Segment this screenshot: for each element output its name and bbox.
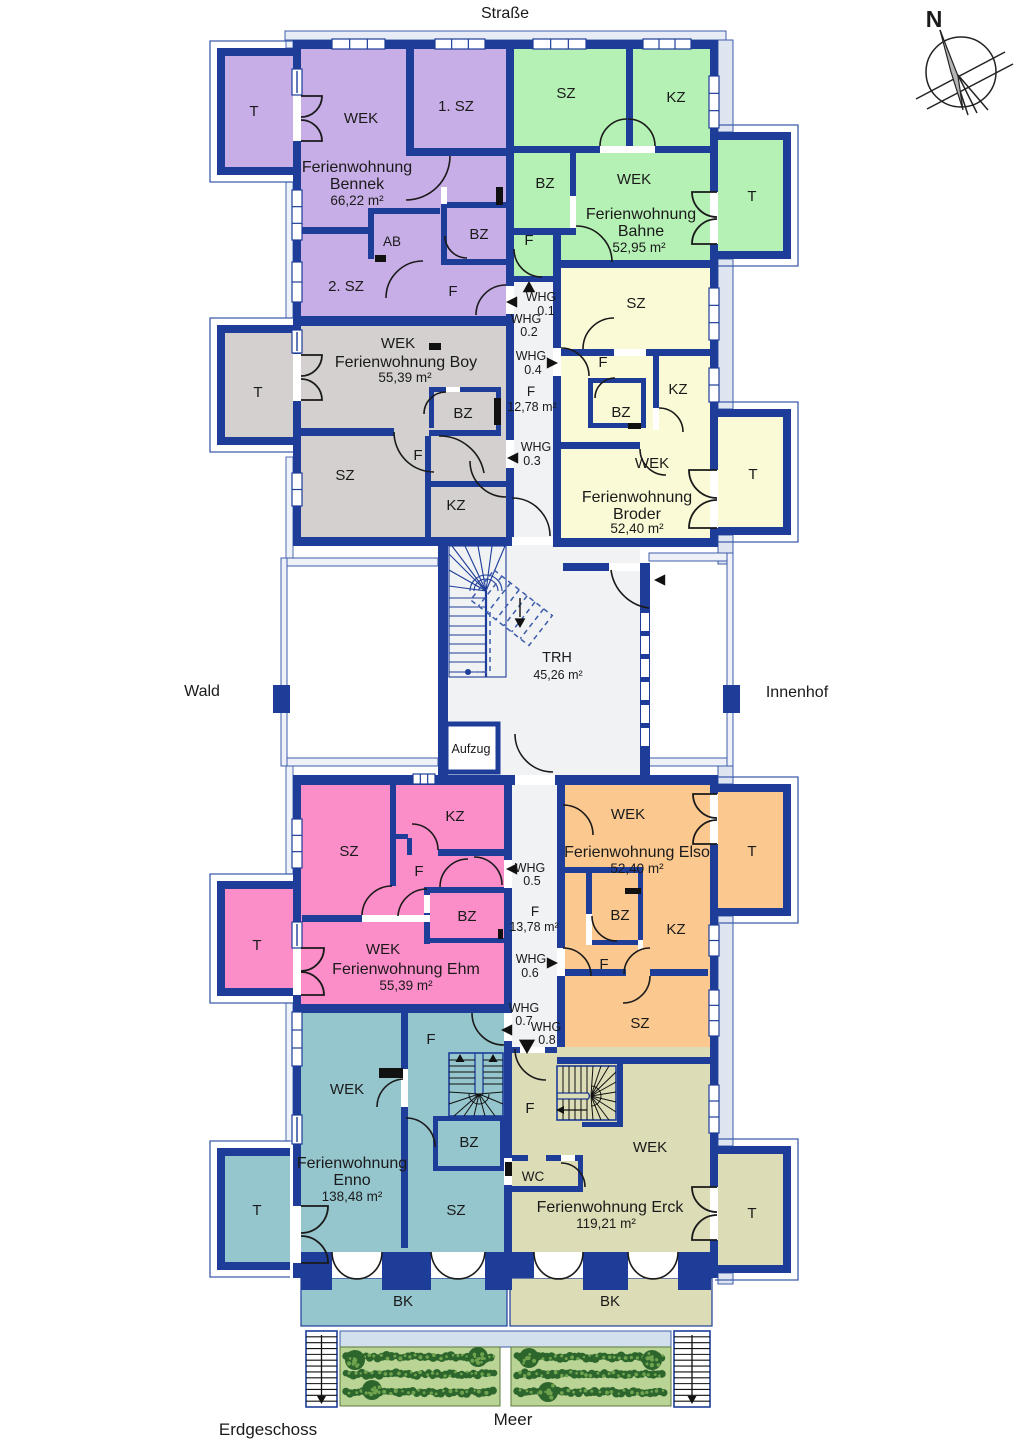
svg-text:WHG: WHG	[515, 861, 546, 875]
svg-text:12,78 m²: 12,78 m²	[507, 400, 556, 414]
svg-text:WC: WC	[522, 1169, 545, 1184]
svg-text:Ferienwohnung: Ferienwohnung	[586, 206, 696, 223]
svg-text:SZ: SZ	[626, 295, 645, 312]
svg-text:52,40 m²: 52,40 m²	[610, 861, 664, 876]
svg-text:Ferienwohnung Ehm: Ferienwohnung Ehm	[332, 961, 480, 978]
svg-text:Wald: Wald	[184, 683, 220, 700]
svg-text:119,21 m²: 119,21 m²	[576, 1216, 636, 1231]
svg-text:Bennek: Bennek	[330, 176, 385, 193]
svg-text:WEK: WEK	[611, 806, 645, 823]
svg-text:Ferienwohnung Erck: Ferienwohnung Erck	[537, 1199, 685, 1216]
svg-text:TRH: TRH	[542, 650, 572, 666]
svg-text:Ferienwohnung Boy: Ferienwohnung Boy	[335, 354, 477, 371]
svg-text:BZ: BZ	[610, 907, 629, 924]
svg-text:BZ: BZ	[535, 175, 554, 192]
svg-text:55,39 m²: 55,39 m²	[379, 978, 433, 993]
svg-text:WHG: WHG	[509, 1001, 540, 1015]
svg-text:WEK: WEK	[617, 171, 651, 188]
svg-text:Ferienwohnung: Ferienwohnung	[582, 489, 692, 506]
svg-text:Bahne: Bahne	[618, 223, 664, 240]
svg-text:Erdgeschoss: Erdgeschoss	[219, 1420, 317, 1439]
svg-text:WHG: WHG	[511, 312, 542, 326]
svg-text:AB: AB	[383, 234, 401, 249]
svg-text:WHG: WHG	[516, 349, 547, 363]
svg-text:T: T	[252, 1202, 261, 1219]
svg-text:F: F	[413, 447, 422, 464]
svg-text:2. SZ: 2. SZ	[328, 278, 364, 295]
svg-text:Broder: Broder	[613, 506, 662, 523]
svg-text:0.7: 0.7	[515, 1014, 532, 1028]
svg-text:0.2: 0.2	[520, 325, 537, 339]
svg-text:F: F	[414, 863, 423, 880]
svg-text:Aufzug: Aufzug	[452, 742, 491, 756]
svg-text:F: F	[426, 1031, 435, 1048]
svg-text:KZ: KZ	[666, 921, 685, 938]
svg-text:BZ: BZ	[611, 404, 630, 421]
svg-text:F: F	[531, 904, 539, 919]
svg-text:BZ: BZ	[459, 1134, 478, 1151]
svg-text:0.1: 0.1	[537, 304, 554, 318]
svg-text:WEK: WEK	[633, 1139, 667, 1156]
svg-text:T: T	[747, 843, 756, 860]
svg-text:BZ: BZ	[469, 226, 488, 243]
svg-text:SZ: SZ	[335, 467, 354, 484]
svg-text:KZ: KZ	[445, 808, 464, 825]
svg-text:SZ: SZ	[339, 843, 358, 860]
svg-text:Straße: Straße	[481, 5, 529, 22]
svg-text:WEK: WEK	[635, 455, 669, 472]
svg-text:WEK: WEK	[330, 1081, 364, 1098]
svg-text:F: F	[448, 283, 457, 300]
svg-text:13,78 m²: 13,78 m²	[509, 920, 558, 934]
svg-text:Ferienwohnung: Ferienwohnung	[297, 1155, 407, 1172]
svg-text:WHG: WHG	[531, 1020, 562, 1034]
svg-text:WHG: WHG	[521, 440, 552, 454]
svg-text:55,39 m²: 55,39 m²	[378, 370, 432, 385]
svg-text:KZ: KZ	[668, 381, 687, 398]
svg-text:Innenhof: Innenhof	[766, 684, 829, 701]
svg-text:52,40 m²: 52,40 m²	[610, 521, 664, 536]
svg-text:WEK: WEK	[344, 110, 378, 127]
svg-text:BK: BK	[600, 1293, 620, 1310]
svg-text:SZ: SZ	[630, 1015, 649, 1032]
svg-text:BK: BK	[393, 1293, 413, 1310]
svg-text:BZ: BZ	[457, 908, 476, 925]
svg-text:0.4: 0.4	[524, 363, 541, 377]
svg-text:F: F	[524, 232, 533, 249]
svg-text:SZ: SZ	[556, 85, 575, 102]
svg-text:T: T	[252, 937, 261, 954]
svg-text:WEK: WEK	[366, 941, 400, 958]
svg-text:F: F	[598, 354, 607, 371]
svg-text:0.6: 0.6	[521, 966, 538, 980]
svg-text:WHG: WHG	[526, 290, 557, 304]
svg-text:1. SZ: 1. SZ	[438, 98, 474, 115]
svg-text:Ferienwohnung Elso: Ferienwohnung Elso	[564, 844, 710, 861]
svg-text:SZ: SZ	[446, 1202, 465, 1219]
svg-text:52,95 m²: 52,95 m²	[612, 240, 666, 255]
svg-text:F: F	[525, 1100, 534, 1117]
svg-text:Meer: Meer	[494, 1410, 533, 1429]
svg-text:45,26 m²: 45,26 m²	[533, 668, 582, 682]
svg-text:0.8: 0.8	[538, 1033, 555, 1047]
svg-text:N: N	[926, 6, 943, 32]
svg-text:KZ: KZ	[446, 497, 465, 514]
svg-text:T: T	[748, 466, 757, 483]
svg-text:0.3: 0.3	[523, 454, 540, 468]
svg-text:WHG: WHG	[516, 952, 547, 966]
svg-text:BZ: BZ	[453, 405, 472, 422]
svg-text:WEK: WEK	[381, 335, 415, 352]
svg-text:0.5: 0.5	[523, 874, 540, 888]
svg-text:F: F	[599, 956, 608, 973]
svg-text:KZ: KZ	[666, 89, 685, 106]
svg-text:F: F	[527, 384, 535, 399]
svg-text:Enno: Enno	[333, 1172, 370, 1189]
svg-text:Ferienwohnung: Ferienwohnung	[302, 159, 412, 176]
svg-text:138,48 m²: 138,48 m²	[322, 1189, 383, 1204]
svg-text:T: T	[747, 1205, 756, 1222]
svg-text:66,22 m²: 66,22 m²	[330, 193, 384, 208]
svg-text:T: T	[747, 188, 756, 205]
svg-text:T: T	[249, 103, 258, 120]
svg-text:T: T	[253, 384, 262, 401]
